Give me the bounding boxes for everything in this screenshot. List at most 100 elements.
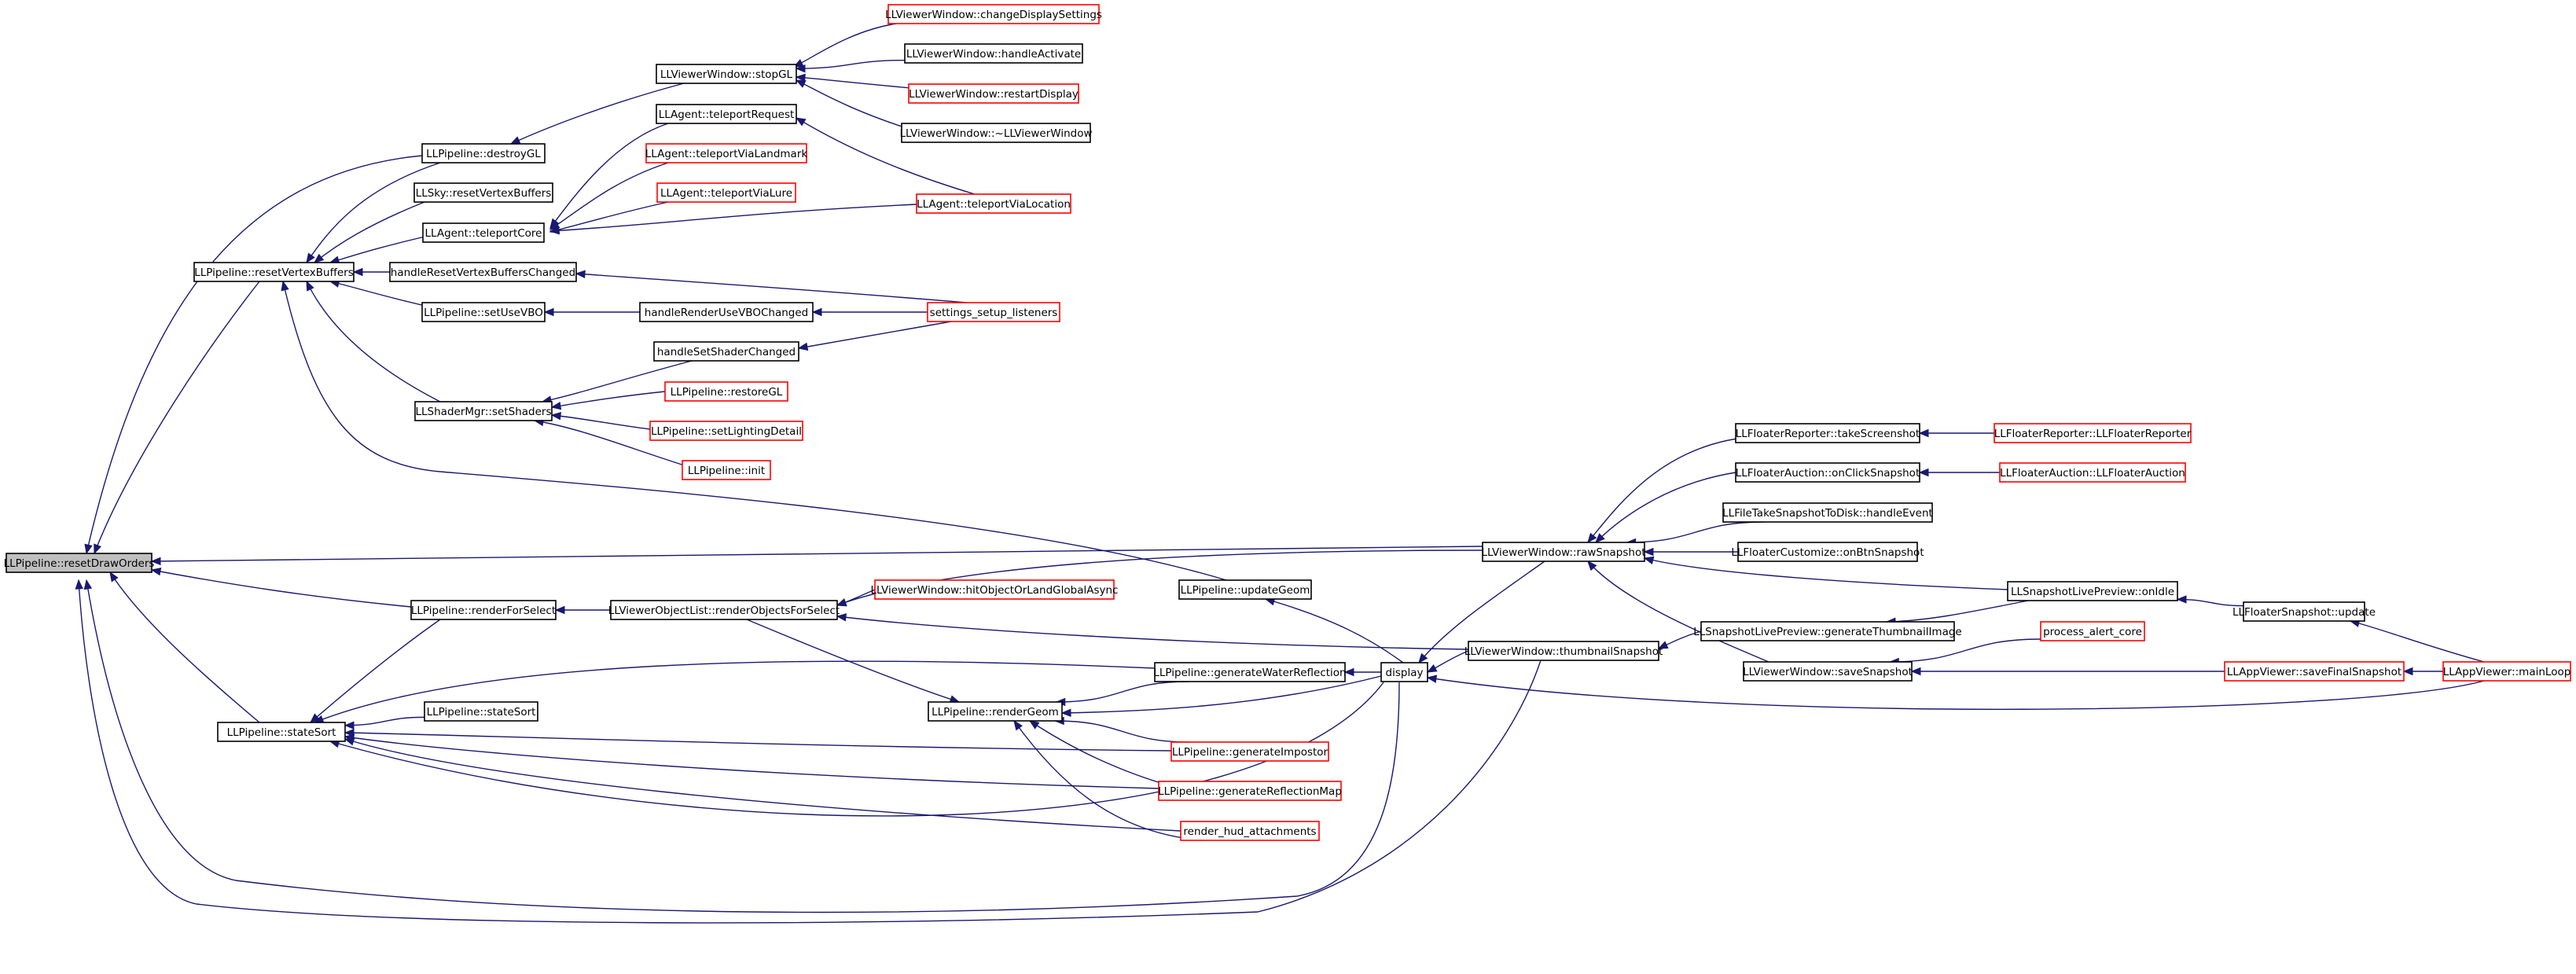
node-renderGeom[interactable]: LLPipeline::renderGeom — [928, 701, 1063, 722]
node-stateSort[interactable]: LLPipeline::stateSort — [217, 722, 346, 742]
arrowhead-icon — [306, 252, 315, 264]
node-pipelineInit[interactable]: LLPipeline::init — [682, 460, 771, 480]
edge-line — [151, 546, 1483, 562]
node-onClickSnapshot[interactable]: LLFloaterAuction::onClickSnapshot — [1735, 462, 1920, 483]
arrowhead-icon — [575, 270, 586, 279]
arrowhead-icon — [306, 280, 314, 292]
node-teleportCore[interactable]: LLAgent::teleportCore — [422, 222, 545, 243]
node-resetDrawOrders[interactable]: LLPipeline::resetDrawOrders — [4, 553, 155, 573]
node-teleportViaLure[interactable]: LLAgent::teleportViaLure — [656, 182, 796, 203]
node-stateSort2[interactable]: LLPipeline::stateSort — [424, 701, 538, 722]
node-renderObjectsForSelect[interactable]: LLViewerObjectList::renderObjectsForSele… — [608, 600, 840, 620]
arrowhead-icon — [1918, 428, 1929, 438]
node-genWaterReflection[interactable]: LLPipeline::generateWaterReflection — [1153, 662, 1347, 682]
node-rawSnapshot[interactable]: LLViewerWindow::rawSnapshot — [1481, 542, 1646, 562]
edge-line — [306, 281, 441, 402]
edge-resetVertexBuffers-to-resetDrawOrders — [94, 281, 260, 555]
arrowhead-icon — [84, 543, 93, 555]
node-box — [424, 701, 538, 722]
node-label: LLPipeline::stateSort — [227, 726, 336, 739]
edge-line — [109, 572, 260, 723]
edge-renderForSelect-to-resetDrawOrders — [150, 567, 412, 608]
node-genThumbnail[interactable]: LLSnapshotLivePreview::generateThumbnail… — [1693, 621, 1962, 641]
edge-teleportRequest-to-teleportCore — [549, 123, 669, 230]
node-renderForSelect[interactable]: LLPipeline::renderForSelect — [410, 600, 557, 620]
node-renderHud[interactable]: render_hud_attachments — [1180, 821, 1320, 841]
node-auctionCtor[interactable]: LLFloaterAuction::LLFloaterAuction — [1999, 462, 2186, 483]
node-skyReset[interactable]: LLSky::resetVertexBuffers — [413, 182, 553, 203]
node-saveSnapshot[interactable]: LLViewerWindow::saveSnapshot — [1743, 661, 1913, 682]
node-genImpostor[interactable]: LLPipeline::generateImpostor — [1170, 741, 1329, 762]
node-teleportRequest[interactable]: LLAgent::teleportRequest — [656, 104, 797, 124]
node-label: LLAgent::teleportCore — [425, 227, 542, 240]
node-hitObjectOrLand[interactable]: LLViewerWindow::hitObjectOrLandGlobalAsy… — [870, 579, 1119, 600]
edge-thumbnailSnapshot-to-renderObjectsForSelect — [836, 613, 1469, 650]
edge-line — [344, 732, 1172, 752]
node-handleResetVB[interactable]: handleResetVertexBuffersChanged — [389, 262, 577, 282]
arrowhead-icon — [344, 721, 355, 730]
node-restartDisplay[interactable]: LLViewerWindow::restartDisplay — [908, 83, 1079, 104]
node-box — [1380, 662, 1428, 682]
edge-onIdle-to-rawSnapshot — [1643, 556, 2008, 590]
node-box — [2007, 581, 2178, 601]
node-updateGeom[interactable]: LLPipeline::updateGeom — [1178, 579, 1312, 600]
node-handleSetShader[interactable]: handleSetShaderChanged — [653, 341, 799, 362]
node-mainLoop[interactable]: LLAppViewer::mainLoop — [2442, 661, 2571, 682]
node-box — [1722, 502, 1933, 523]
edge-onBtnSnapshot-to-rawSnapshot — [1643, 547, 1739, 557]
node-genReflectionMap[interactable]: LLPipeline::generateReflectionMap — [1158, 781, 1342, 801]
arrowhead-icon — [2176, 595, 2187, 604]
node-resetVertexBuffers[interactable]: LLPipeline::resetVertexBuffers — [193, 262, 355, 282]
edge-line — [551, 391, 666, 408]
arrowhead-icon — [543, 307, 554, 317]
edge-line — [1061, 675, 1382, 714]
arrowhead-icon — [550, 411, 561, 421]
node-handleRenderUseVBO[interactable]: handleRenderUseVBOChanged — [639, 302, 814, 322]
node-handleActivate[interactable]: LLViewerWindow::handleActivate — [904, 43, 1083, 64]
node-restoreGL[interactable]: LLPipeline::restoreGL — [664, 381, 788, 402]
edge-genImpostor-to-renderGeom — [1053, 716, 1190, 743]
node-display[interactable]: display — [1380, 662, 1428, 682]
node-box — [656, 104, 797, 124]
node-box — [2040, 621, 2145, 641]
edge-mainLoop-to-floaterSnapshotUpdate — [2349, 619, 2485, 663]
node-fileTakeSnapshot[interactable]: LLFileTakeSnapshotToDisk::handleEvent — [1722, 502, 1933, 523]
arrowhead-icon — [1643, 547, 1654, 557]
node-thumbnailSnapshot[interactable]: LLViewerWindow::thumbnailSnapshot — [1464, 641, 1663, 661]
node-destroyGL[interactable]: LLPipeline::destroyGL — [421, 143, 546, 164]
node-label: LLPipeline::generateWaterReflection — [1153, 667, 1346, 679]
node-setUseVBO[interactable]: LLPipeline::setUseVBO — [421, 302, 546, 322]
node-onBtnSnapshot[interactable]: LLFloaterCustomize::onBtnSnapshot — [1731, 542, 1924, 562]
node-setLightingDetail[interactable]: LLPipeline::setLightingDetail — [649, 421, 803, 441]
edge-destroyGL-to-resetVertexBuffers — [306, 162, 441, 264]
node-label: LLViewerWindow::rawSnapshot — [1481, 546, 1645, 559]
edge-line — [2177, 598, 2244, 607]
node-label: LLAgent::teleportViaLandmark — [645, 148, 808, 160]
edge-display-to-updateGeom — [1264, 597, 1404, 663]
arrowhead-icon — [352, 267, 363, 277]
node-changeDisplaySettings[interactable]: LLViewerWindow::changeDisplaySettings — [885, 4, 1102, 24]
node-floaterSnapshotUpdate[interactable]: LLFloaterSnapshot::update — [2232, 601, 2376, 622]
node-viewerWindowDtor[interactable]: LLViewerWindow::~LLViewerWindow — [899, 123, 1093, 143]
node-processAlert[interactable]: process_alert_core — [2040, 621, 2145, 641]
node-stopGL[interactable]: LLViewerWindow::stopGL — [656, 64, 797, 84]
node-setShaders[interactable]: LLShaderMgr::setShaders — [414, 401, 553, 421]
node-reporterCtor[interactable]: LLFloaterReporter::LLFloaterReporter — [1994, 423, 2192, 443]
edge-genWaterReflection-to-renderGeom — [1055, 681, 1189, 707]
node-settingsSetup[interactable]: settings_setup_listeners — [927, 302, 1060, 322]
node-onIdle[interactable]: LLSnapshotLivePreview::onIdle — [2007, 581, 2178, 601]
node-label: LLPipeline::restoreGL — [671, 386, 783, 399]
edge-teleportViaLocation-to-teleportCore — [549, 204, 917, 235]
node-box — [916, 193, 1071, 214]
nodes-layer: LLPipeline::resetDrawOrdersLLPipeline::r… — [4, 4, 2571, 841]
node-saveFinalSnapshot[interactable]: LLAppViewer::saveFinalSnapshot — [2224, 661, 2405, 682]
node-label: LLViewerWindow::handleActivate — [906, 48, 1081, 61]
edge-rawSnapshot-to-display — [1418, 561, 1545, 664]
node-takeScreenshot[interactable]: LLFloaterReporter::takeScreenshot — [1735, 423, 1920, 443]
arrowhead-icon — [549, 226, 560, 235]
node-teleportViaLandmark[interactable]: LLAgent::teleportViaLandmark — [645, 143, 808, 164]
edge-line — [344, 738, 1181, 832]
node-teleportViaLocation[interactable]: LLAgent::teleportViaLocation — [916, 193, 1071, 214]
node-label: LLPipeline::renderGeom — [932, 706, 1059, 719]
edge-handleResetVB-to-resetVertexBuffers — [352, 267, 390, 277]
